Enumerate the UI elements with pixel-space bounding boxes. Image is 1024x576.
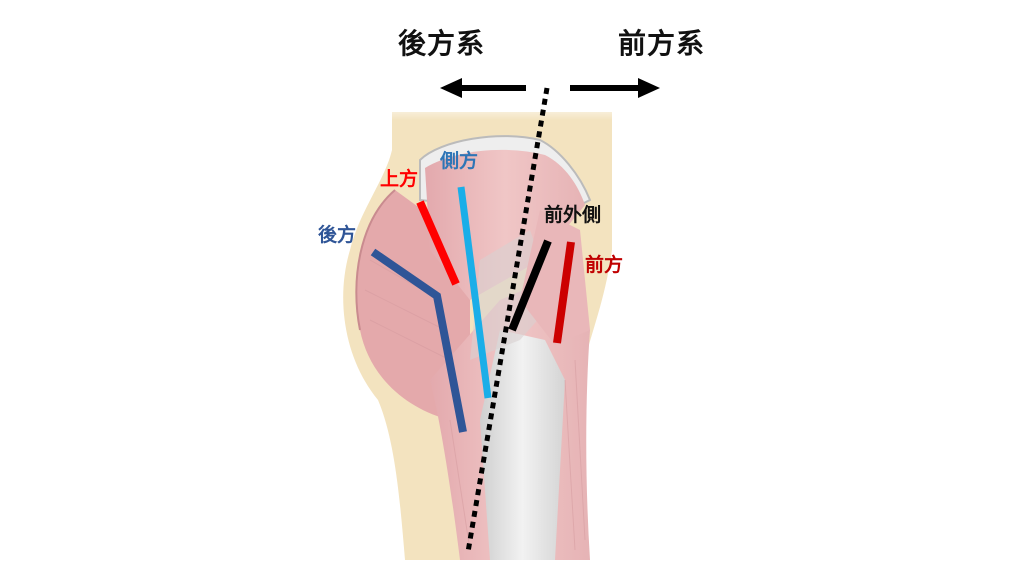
posterior-arrow	[440, 78, 526, 98]
anterolateral-approach-label: 前外側	[544, 204, 602, 226]
anterior-arrow	[570, 78, 660, 98]
superior-approach-line	[416, 200, 460, 286]
anterior-system-heading: 前方系	[618, 27, 706, 60]
posterior-system-heading: 後方系	[398, 27, 486, 60]
dividing-dotted-line	[465, 87, 550, 553]
anterolateral-approach-line	[508, 239, 552, 332]
thigh-muscles	[430, 210, 590, 560]
lateral-approach-label: 側方	[440, 150, 479, 172]
posterior-approach-line	[370, 248, 467, 433]
posterior-approach-label: 後方	[318, 224, 357, 246]
lateral-approach-line	[457, 186, 492, 399]
anterior-approach-line	[553, 241, 575, 344]
anterior-approach-label: 前方	[585, 254, 624, 276]
superior-approach-label: 上方	[380, 168, 419, 190]
